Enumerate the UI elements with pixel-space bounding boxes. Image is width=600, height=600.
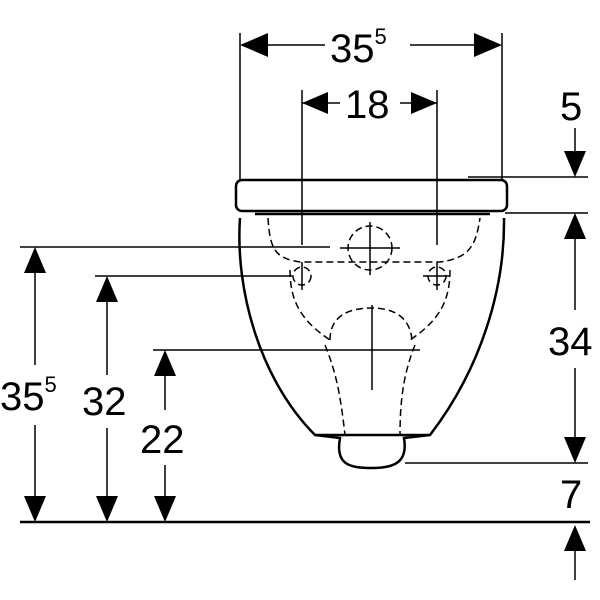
- top-width-fraction: 5: [375, 24, 387, 49]
- svg-text:355: 355: [330, 24, 387, 71]
- left-dimensions: 355 32 22: [0, 246, 420, 522]
- top-width-value: 35: [330, 27, 375, 71]
- toilet-bowl: [238, 217, 506, 437]
- left-total-value: 35: [0, 375, 45, 419]
- seat-height-value: 5: [560, 85, 582, 129]
- left-outlet-value: 22: [140, 418, 185, 462]
- right-dimensions: 5 34 7: [405, 85, 593, 580]
- fixing-distance-value: 18: [345, 83, 390, 127]
- toilet-seat: [234, 178, 509, 213]
- fixing-distance-dimension: 18: [301, 83, 438, 245]
- left-fixing-value: 32: [82, 380, 127, 424]
- toilet-outlet: [314, 433, 431, 470]
- toilet-outline: [234, 178, 509, 470]
- bowl-height-value: 34: [548, 320, 593, 364]
- top-width-dimension: 355: [239, 24, 503, 180]
- svg-text:355: 355: [0, 372, 57, 419]
- outlet-height-value: 7: [560, 473, 582, 517]
- left-total-fraction: 5: [45, 372, 57, 397]
